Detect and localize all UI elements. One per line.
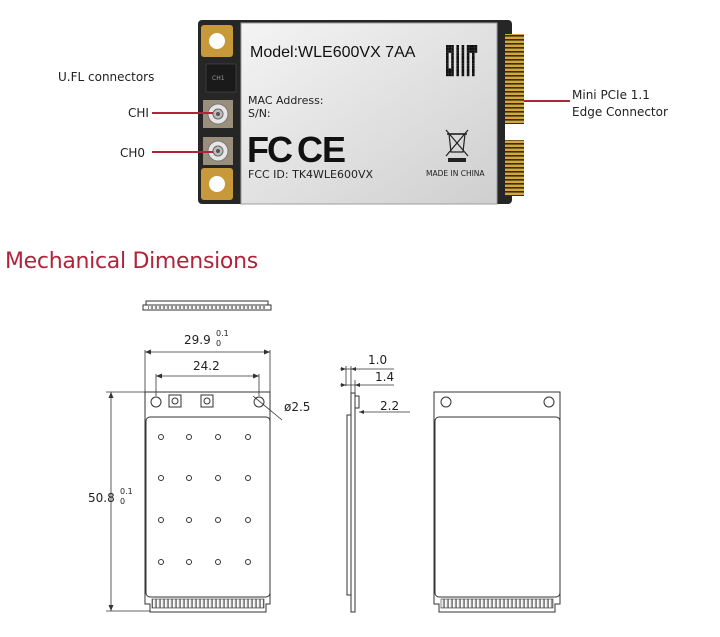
width-tol-upper: 0.1 (216, 329, 229, 338)
qr-code (446, 45, 478, 77)
fcc-logo: FC (247, 129, 293, 170)
front-view-drawing (144, 391, 271, 613)
height-value: 50.8 (88, 491, 115, 505)
origin-label: MADE IN CHINA (426, 169, 485, 178)
height-tol-upper: 0.1 (120, 487, 133, 496)
thickness-total-value: 1.4 (375, 370, 394, 384)
component-height-dimension: 2.2 (359, 399, 410, 414)
thickness-value: 1.0 (368, 353, 387, 367)
height-dimension: 50.8 0.1 0 (88, 391, 150, 612)
thickness-dimension: 1.0 (340, 353, 394, 371)
hole-spacing-dimension: 24.2 (155, 359, 260, 396)
back-hole-right (543, 396, 555, 408)
shield-vent-dots (158, 434, 251, 565)
ufl-callout: U.FL connectors (58, 70, 154, 84)
hole-left (150, 396, 162, 408)
hole-diameter-value: ø2.5 (284, 400, 310, 414)
sn-label: S/N: (248, 107, 271, 120)
width-tol-lower: 0 (216, 339, 221, 348)
shield-can (240, 22, 498, 205)
back-view-drawing (433, 391, 561, 613)
width-dimension: 29.9 0.1 0 (144, 329, 271, 392)
hole-right (253, 396, 265, 408)
chain1-callout: CHI (128, 106, 149, 120)
height-tol-lower: 0 (120, 497, 125, 506)
hole-spacing-value: 24.2 (193, 359, 220, 373)
edge-connector-upper (505, 34, 524, 124)
ce-logo: CE (297, 129, 345, 170)
side-view-drawing (345, 366, 360, 613)
component-height-value: 2.2 (380, 399, 399, 413)
module-photo: CH1 Model:WLE600VX 7AA MAC Address: S/N:… (198, 20, 524, 205)
edge-connector-lower (505, 140, 524, 196)
pcb-marking (205, 63, 237, 93)
width-value: 29.9 (184, 333, 211, 347)
back-hole-left (440, 396, 452, 408)
section-title: Mechanical Dimensions (5, 249, 258, 274)
mount-hole-top (209, 33, 225, 49)
ufl-connector-ch0 (203, 137, 233, 165)
chain0-callout: CH0 (120, 146, 145, 160)
edge-connector-notch (505, 124, 524, 140)
mac-address-label: MAC Address: (248, 94, 324, 107)
mount-hole-bottom (209, 176, 225, 192)
edge-view (142, 300, 272, 311)
model-label: Model:WLE600VX 7AA (250, 44, 416, 61)
fcc-id: FCC ID: TK4WLE600VX (248, 168, 374, 181)
svg-text:CH1: CH1 (212, 75, 225, 82)
edge-callout-line2: Edge Connector (572, 105, 668, 119)
edge-callout-line1: Mini PCIe 1.1 (572, 88, 650, 102)
hole-diameter-dimension: ø2.5 (252, 395, 310, 421)
thickness-total-dimension: 1.4 (340, 370, 394, 387)
weee-bin-icon (445, 129, 469, 162)
